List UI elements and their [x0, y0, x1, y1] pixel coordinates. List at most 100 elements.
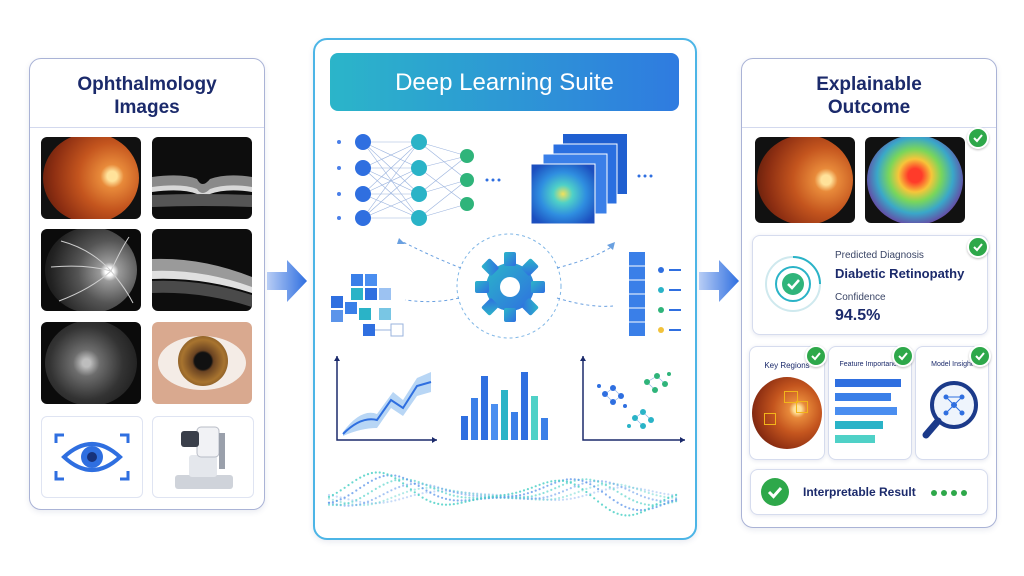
- wave-dot: [456, 490, 459, 493]
- wave-dot: [503, 493, 506, 497]
- wave-dot: [359, 503, 362, 506]
- check-icon: [967, 127, 989, 149]
- wave-dot: [456, 499, 459, 502]
- wave-dot: [413, 488, 416, 491]
- wave-dot: [421, 487, 424, 490]
- wave-dot: [417, 484, 420, 487]
- wave-dot: [632, 513, 635, 516]
- wave-dot: [558, 485, 561, 488]
- wave-dot: [347, 498, 350, 501]
- wave-dot: [448, 503, 451, 506]
- wave-dot: [460, 501, 463, 504]
- wave-dot: [577, 490, 580, 493]
- diagnosis-value: Diabetic Retinopathy: [835, 266, 965, 281]
- wave-dot: [335, 503, 338, 507]
- wave-dot: [620, 493, 623, 496]
- wave-dot: [569, 478, 572, 481]
- wave-dot: [616, 501, 619, 504]
- wave-dot: [600, 482, 604, 485]
- wave-dot: [378, 476, 381, 479]
- wave-dot: [402, 476, 405, 479]
- external-eye-photo: [152, 322, 252, 404]
- wave-dot: [558, 498, 561, 501]
- wave-dot: [624, 495, 627, 498]
- cluster-plot-icon: [580, 356, 685, 443]
- wave-dot: [639, 487, 643, 490]
- wave-dot: [593, 497, 596, 500]
- wave-dot: [507, 493, 510, 496]
- wave-dot: [413, 491, 416, 494]
- wave-dot: [351, 492, 354, 495]
- wave-dot: [561, 483, 565, 486]
- wave-dot: [390, 489, 393, 492]
- wave-dot: [628, 497, 631, 500]
- wave-dot: [573, 478, 576, 481]
- bar-chart-icon: [461, 372, 548, 440]
- wave-dot: [546, 498, 549, 501]
- wave-dot: [604, 506, 607, 509]
- wave-dot: [448, 489, 451, 493]
- wave-dot: [604, 484, 607, 487]
- wave-dot: [515, 491, 518, 494]
- wave-dot: [663, 498, 666, 501]
- wave-dot: [339, 500, 342, 504]
- wave-dot: [417, 482, 420, 485]
- wave-dot: [441, 496, 444, 499]
- wave-dot: [456, 495, 459, 498]
- wave-dot: [561, 479, 565, 482]
- wave-dot: [542, 498, 545, 501]
- region-box: [784, 391, 798, 403]
- wave-dot: [534, 494, 537, 497]
- data-wave-decoration: [325, 460, 683, 530]
- wave-dot: [616, 512, 619, 515]
- wave-dot: [460, 491, 463, 494]
- wave-dot: [612, 499, 615, 502]
- wave-dot: [620, 485, 623, 488]
- wave-dot: [405, 496, 409, 499]
- wave-dot: [636, 487, 639, 490]
- wave-dot: [355, 489, 358, 492]
- wave-dot: [573, 492, 576, 495]
- wave-dot: [499, 494, 502, 497]
- wave-dot: [538, 493, 541, 496]
- wave-dot: [335, 491, 338, 494]
- wave-dot: [651, 505, 654, 508]
- wave-dot: [331, 501, 334, 504]
- wave-dot: [472, 498, 475, 502]
- wave-dot: [620, 513, 623, 516]
- wave-dot: [597, 500, 600, 503]
- wave-dot: [327, 501, 331, 504]
- wave-dot: [597, 487, 600, 491]
- wave-dot: [343, 486, 346, 489]
- wave-dot: [628, 514, 631, 517]
- wave-dot: [331, 498, 334, 501]
- wave-dot: [487, 496, 490, 499]
- wave-dot: [546, 481, 549, 484]
- wave-dot: [402, 497, 405, 500]
- wave-dot: [639, 494, 643, 497]
- wave-dot: [382, 499, 385, 502]
- wave-dot: [624, 484, 627, 487]
- wave-dot: [639, 502, 643, 505]
- wave-dot: [561, 498, 565, 501]
- wave-dot: [519, 490, 522, 493]
- wave-dot: [608, 508, 611, 512]
- wave-dot: [355, 478, 358, 481]
- wave-dot: [448, 498, 451, 501]
- wave-dot: [585, 490, 588, 494]
- wave-dot: [643, 503, 646, 506]
- wave-dot: [437, 502, 440, 505]
- wave-dot: [554, 487, 557, 490]
- wave-dot: [425, 491, 428, 494]
- wave-dot: [460, 496, 463, 499]
- importance-bar: [835, 435, 875, 443]
- wave-dot: [390, 474, 393, 478]
- wave-dot: [429, 491, 432, 494]
- wave-dot: [636, 508, 639, 512]
- wave-dot: [405, 485, 409, 488]
- region-box: [796, 401, 808, 413]
- wave-dot: [390, 480, 393, 483]
- wave-dot: [359, 497, 362, 500]
- wave-dot: [405, 483, 409, 486]
- wave-dot: [671, 499, 674, 502]
